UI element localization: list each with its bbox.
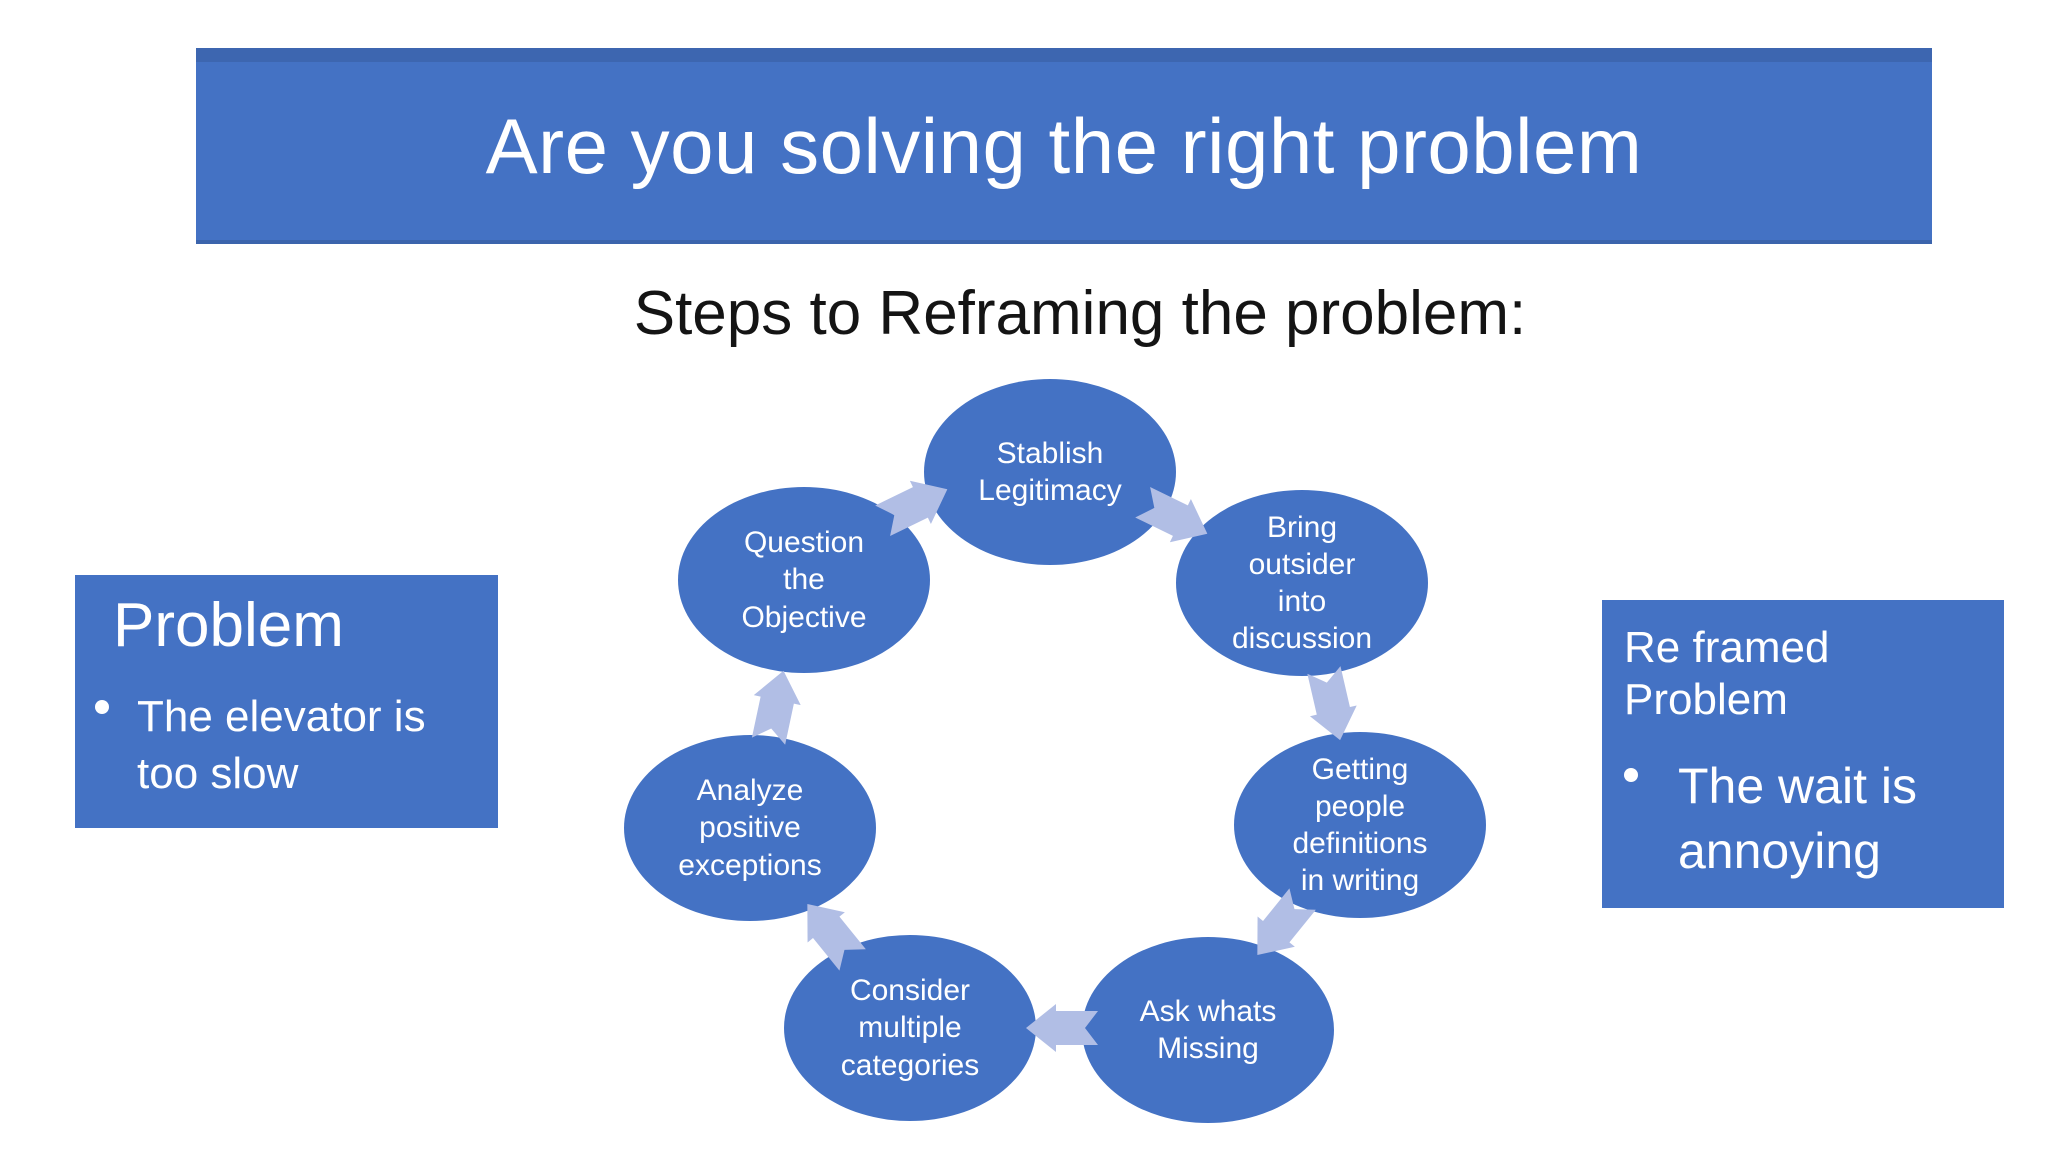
bullet-dot — [1624, 767, 1638, 782]
cycle-step-label: Consider multiple categories — [840, 974, 980, 1082]
cycle-arrow-icon — [1307, 666, 1357, 741]
reframed-box-heading: Re framed Problem — [1624, 623, 1830, 724]
problem-box-heading: Problem — [113, 591, 344, 660]
cycle-step-label: Question the Objective — [741, 526, 867, 634]
cycle-step-consider-categories: Consider multiple categories — [784, 935, 1036, 1121]
cycle-arrow-icon — [807, 904, 866, 971]
cycle-arrow-icon — [1257, 888, 1316, 955]
cycle-step-label: Bring outsider into discussion — [1231, 510, 1373, 656]
cycle-step-stablish-legitimacy: Stablish Legitimacy — [924, 379, 1176, 565]
cycle-step-ask-whats-missing: Ask whats Missing — [1082, 937, 1334, 1123]
cycle-arrow-icon — [751, 670, 801, 745]
list-item: The elevator is too slow — [95, 688, 478, 802]
cycle-step-label: Getting people definitions in writing — [1292, 752, 1428, 898]
title-banner: Are you solving the right problem — [196, 48, 1932, 244]
bullet-dot — [95, 700, 109, 715]
problem-bullet-text: The elevator is too slow — [137, 692, 426, 799]
cycle-step-getting-definitions: Getting people definitions in writing — [1234, 732, 1486, 918]
problem-box: Problem The elevator is too slow — [75, 575, 498, 828]
cycle-step-label: Stablish Legitimacy — [978, 436, 1122, 507]
slide-title: Are you solving the right problem — [485, 101, 1643, 190]
reframed-problem-box: Re framed Problem The wait is annoying — [1602, 600, 2004, 908]
cycle-step-bring-outsider: Bring outsider into discussion — [1176, 490, 1428, 676]
cycle-step-label: Analyze positive exceptions — [678, 774, 822, 882]
list-item: The wait is annoying — [1624, 754, 1988, 884]
cycle-arrow-icon — [1026, 1004, 1098, 1052]
cycle-step-analyze-exceptions: Analyze positive exceptions — [624, 735, 876, 921]
slide-subtitle: Steps to Reframing the problem: — [633, 279, 1527, 348]
cycle-step-label: Ask whats Missing — [1139, 994, 1277, 1065]
cycle-arrow-icon — [875, 480, 948, 537]
cycle-step-question-objective: Question the Objective — [678, 487, 930, 673]
cycle-arrow-icon — [1135, 486, 1208, 543]
reframed-bullet-text: The wait is annoying — [1678, 757, 1917, 879]
